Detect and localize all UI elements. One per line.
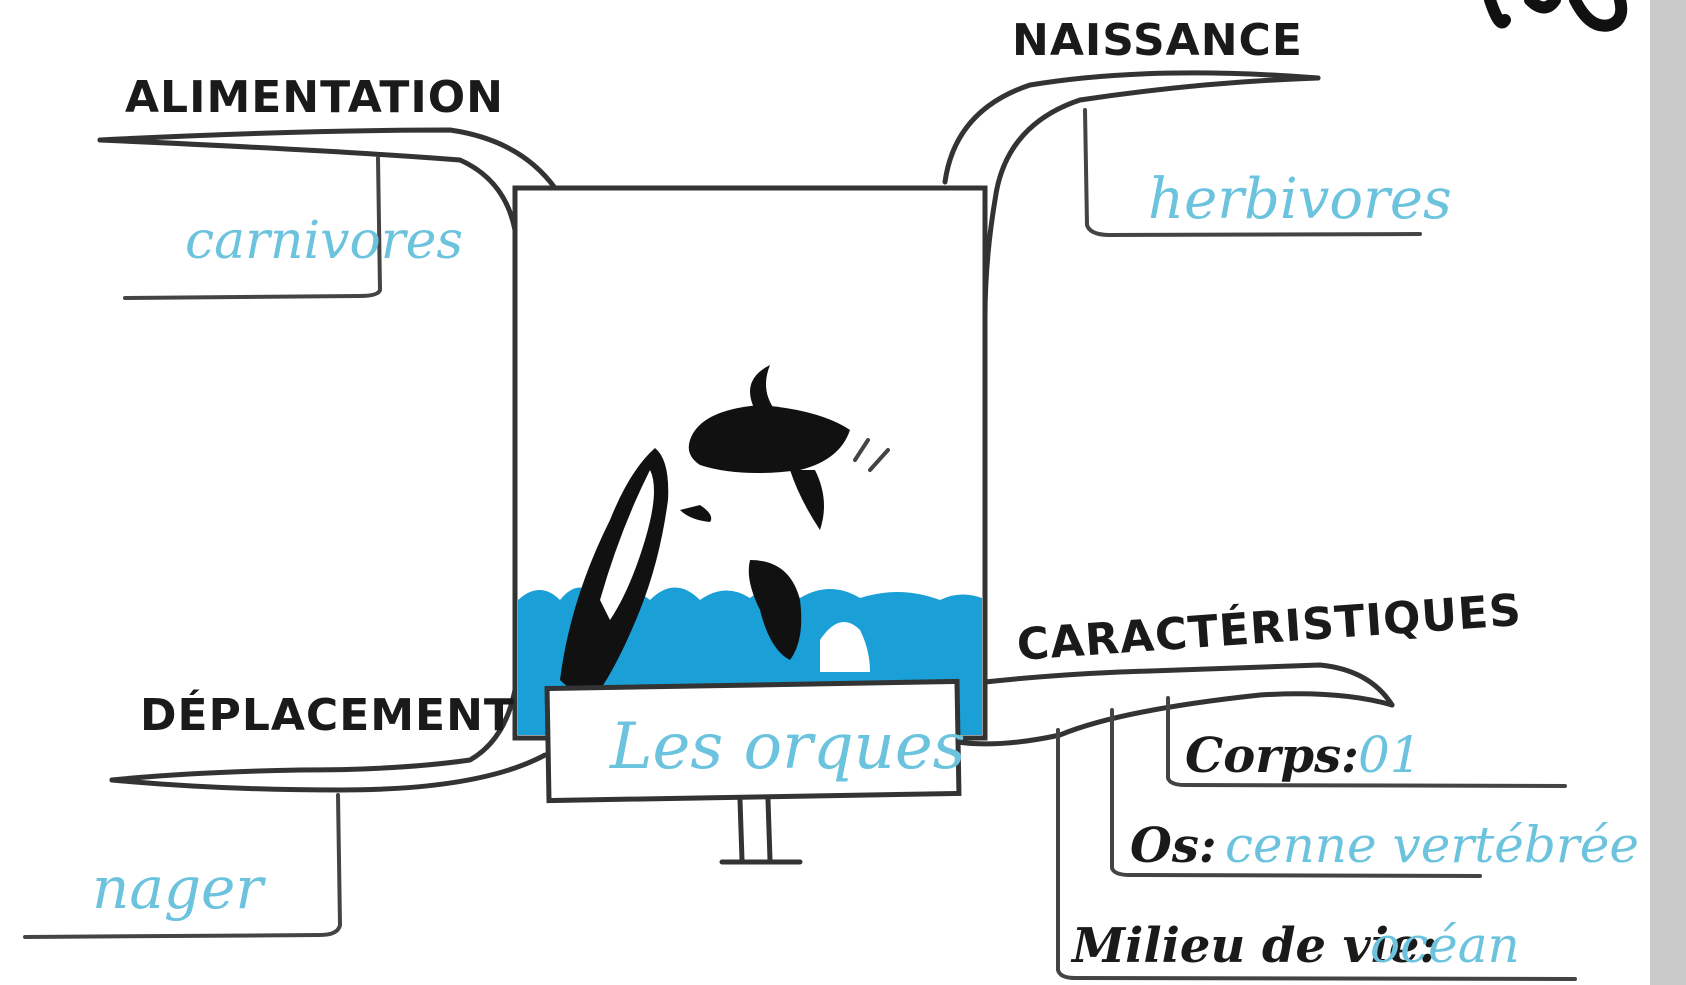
- placard-post: [719, 797, 803, 865]
- milieu-label: Milieu de vie:: [1070, 918, 1437, 974]
- deplacement-answer-line: [23, 793, 343, 939]
- orca-top: [688, 405, 850, 474]
- placard: Les orques: [544, 678, 966, 865]
- caracteristiques-line-milieu: [1056, 728, 1577, 981]
- alimentation-answer: carnivores: [185, 211, 463, 271]
- alimentation-ribbon: [97, 127, 558, 191]
- branch-caracteristiques: CARACTÉRISTIQUES Corps: 01 Os: cenne ver…: [955, 583, 1639, 981]
- deplacement-heading: DÉPLACEMENT: [140, 688, 515, 741]
- caracteristiques-line-corps: [1166, 696, 1567, 788]
- caracteristiques-heading: CARACTÉRISTIQUES: [1015, 583, 1523, 671]
- paper-edge-strip: [1650, 0, 1686, 985]
- os-value: cenne vertébrée: [1225, 816, 1639, 874]
- center-picture: [512, 185, 988, 741]
- milieu-value: océan: [1370, 916, 1520, 974]
- alimentation-answer-line: [123, 156, 383, 300]
- naissance-heading: NAISSANCE: [1012, 15, 1303, 66]
- corner-doodle: [1484, 0, 1628, 32]
- branch-deplacement: DÉPLACEMENT nager: [23, 687, 548, 939]
- deplacement-ribbon: [109, 687, 518, 783]
- deplacement-ribbon-lower: [109, 752, 548, 793]
- orca-diving: [748, 560, 802, 660]
- caracteristiques-ribbon-lower: [955, 691, 1395, 747]
- deplacement-answer: nager: [92, 854, 266, 922]
- naissance-ribbon: [942, 70, 1321, 185]
- branch-alimentation: ALIMENTATION carnivores: [97, 72, 558, 703]
- caracteristiques-ribbon: [982, 662, 1395, 708]
- branch-naissance: NAISSANCE herbivores: [942, 15, 1452, 321]
- naissance-answer-line: [1083, 108, 1422, 238]
- naissance-ribbon-lower: [982, 75, 1321, 321]
- corps-label: Corps:: [1185, 728, 1359, 784]
- corps-value: 01: [1358, 726, 1422, 784]
- naissance-answer: herbivores: [1148, 167, 1452, 232]
- alimentation-heading: ALIMENTATION: [125, 72, 504, 123]
- os-label: Os:: [1130, 818, 1217, 874]
- caracteristiques-line-os: [1110, 708, 1482, 878]
- alimentation-ribbon-lower: [97, 137, 518, 703]
- placard-board: [544, 678, 962, 804]
- center-label: Les orques: [609, 710, 966, 784]
